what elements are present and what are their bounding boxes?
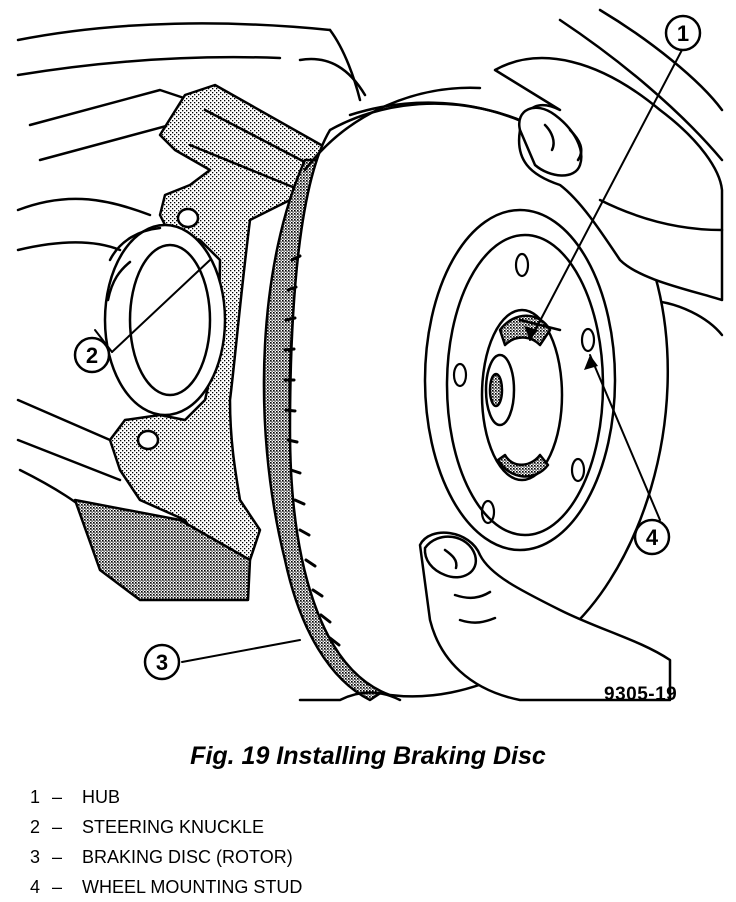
legend-dash: – — [52, 817, 63, 837]
legend-dash: – — [52, 877, 63, 897]
legend-label: STEERING KNUCKLE — [82, 817, 265, 837]
steering-knuckle-illustration — [73, 83, 332, 602]
callout-4: 4 — [633, 518, 671, 556]
svg-text:1: 1 — [677, 21, 689, 46]
figure-code: 9305-19 — [604, 684, 678, 705]
leader-line-knuckle-upper — [111, 259, 211, 353]
leader-lines — [94, 47, 684, 663]
legend-number: 4 — [30, 877, 41, 897]
hub-illustration — [480, 308, 564, 482]
leader-line-stud — [589, 354, 661, 521]
hands-illustration — [298, 57, 724, 702]
callout-1: 1 — [664, 14, 702, 52]
callout-2: 2 — [73, 336, 111, 374]
callout-3: 3 — [143, 643, 181, 681]
legend-item: 2–STEERING KNUCKLE — [30, 812, 302, 842]
legend-label: BRAKING DISC (ROTOR) — [82, 847, 293, 867]
leader-line-hub — [529, 47, 684, 341]
legend-number: 2 — [30, 817, 41, 837]
svg-text:2: 2 — [86, 343, 98, 368]
legend-dash: – — [52, 847, 63, 867]
legend-item: 1–HUB — [30, 782, 302, 812]
leader-line-disc — [181, 639, 301, 663]
legend-number: 1 — [30, 787, 41, 807]
legend-item: 3–BRAKING DISC (ROTOR) — [30, 842, 302, 872]
figure-caption: Fig. 19 Installing Braking Disc — [190, 742, 546, 770]
suspension-background — [16, 8, 724, 512]
legend-dash: – — [52, 787, 63, 807]
legend-label: HUB — [82, 787, 121, 807]
braking-disc-illustration: 1 2 3 4 — [16, 8, 724, 702]
legend-label: WHEEL MOUNTING STUD — [82, 877, 303, 897]
legend: 1–HUB 2–STEERING KNUCKLE 3–BRAKING DISC … — [30, 782, 302, 902]
svg-text:3: 3 — [156, 650, 168, 675]
legend-number: 3 — [30, 847, 41, 867]
legend-item: 4–WHEEL MOUNTING STUD — [30, 872, 302, 902]
svg-text:4: 4 — [646, 525, 659, 550]
